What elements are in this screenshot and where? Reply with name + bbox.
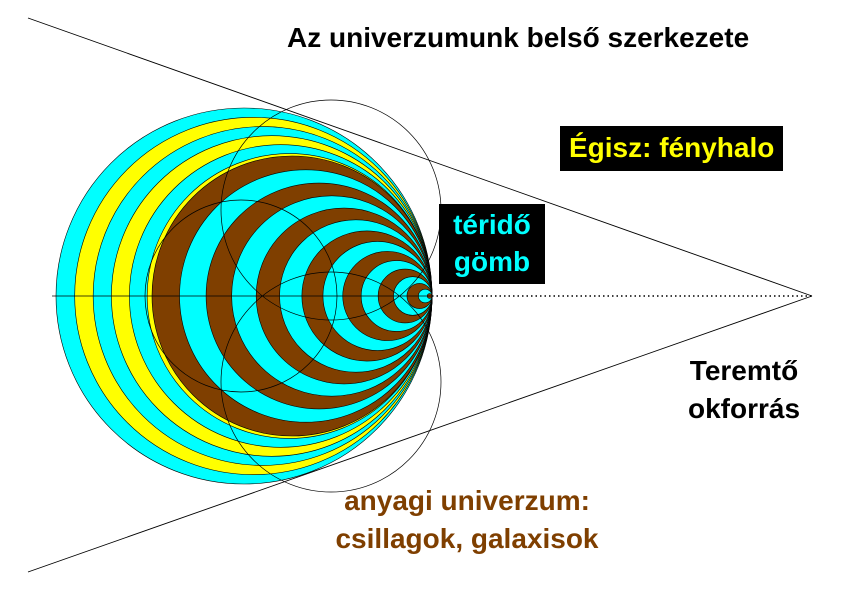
construction-circle bbox=[220, 271, 442, 493]
halo-label-text: Égisz: fényhalo bbox=[569, 132, 775, 163]
material-universe-label: anyagi univerzum: csillagok, galaxisok bbox=[316, 482, 618, 558]
guide-lines bbox=[27, 17, 813, 573]
cone-lower-line bbox=[27, 295, 813, 573]
material-universe-label-line2: csillagok, galaxisok bbox=[335, 523, 599, 554]
creator-source-label-line1: Teremtő bbox=[689, 355, 799, 386]
cone-upper-line bbox=[27, 17, 813, 297]
spacetime-sphere-label-line1: téridő bbox=[453, 209, 531, 240]
spacetime-sphere-label-line2: gömb bbox=[453, 246, 531, 277]
halo-label: Égisz: fényhalo bbox=[560, 126, 784, 171]
creator-source-label-line2: okforrás bbox=[687, 393, 801, 424]
spacetime-sphere-label: téridő gömb bbox=[439, 204, 545, 284]
material-universe-label-line1: anyagi univerzum: bbox=[344, 485, 590, 516]
creator-source-label: Teremtő okforrás bbox=[682, 352, 806, 428]
page-title: Az univerzumunk belső szerkezete bbox=[287, 22, 750, 53]
